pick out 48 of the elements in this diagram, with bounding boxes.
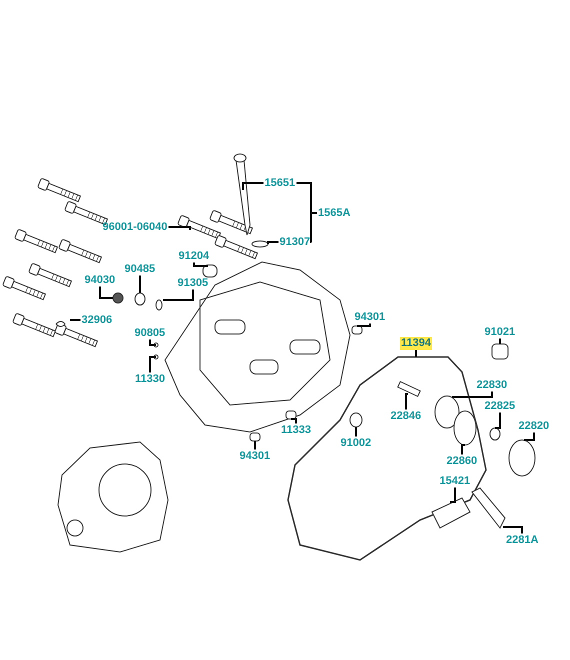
leader-line bbox=[357, 324, 371, 327]
leader-line bbox=[163, 290, 194, 301]
leader-line bbox=[254, 440, 256, 450]
leader-line bbox=[291, 418, 297, 424]
callout-number: 15651 bbox=[264, 176, 296, 190]
leader-line bbox=[69, 319, 80, 321]
leader-line bbox=[242, 182, 264, 190]
leader-line bbox=[524, 432, 535, 441]
leader-line bbox=[310, 212, 317, 243]
callout-number: 22820 bbox=[518, 420, 550, 432]
callout-number: 91002 bbox=[340, 436, 372, 450]
callout-number: 90485 bbox=[124, 262, 156, 276]
leader-line bbox=[503, 526, 523, 534]
callout-number: 22860 bbox=[446, 454, 478, 468]
leader-line bbox=[405, 393, 408, 410]
callout-number: 91021 bbox=[484, 326, 516, 338]
leader-line bbox=[415, 350, 417, 358]
callout-number: 22825 bbox=[484, 400, 516, 412]
leader-line bbox=[168, 226, 191, 230]
leader-line bbox=[193, 262, 208, 267]
callout-number: 11330 bbox=[134, 372, 166, 386]
callout-number: 11333 bbox=[280, 424, 312, 436]
callout-number: 2281A bbox=[505, 534, 540, 546]
callout-number: 22846 bbox=[390, 410, 422, 422]
callout-number: 91305 bbox=[176, 276, 210, 290]
callout-number: 94301 bbox=[238, 450, 272, 462]
leader-line bbox=[355, 426, 357, 436]
callout-number: 15421 bbox=[438, 474, 472, 488]
leader-line bbox=[267, 241, 278, 244]
leader-line bbox=[99, 286, 113, 299]
callout-number: 96001-06040 bbox=[102, 220, 168, 234]
leader-line bbox=[452, 392, 493, 398]
callout-number: 1565A bbox=[317, 206, 352, 220]
callout-number: 90805 bbox=[134, 326, 166, 340]
leader-line bbox=[495, 412, 501, 429]
leader-line bbox=[149, 356, 156, 372]
callout-number: 32906 bbox=[80, 314, 114, 326]
leader-line bbox=[139, 276, 141, 294]
callout-number: 91204 bbox=[178, 250, 210, 262]
leader-line bbox=[149, 340, 156, 346]
callout-number: 11394 bbox=[400, 336, 432, 350]
callout-number: 22830 bbox=[476, 378, 508, 392]
leader-line bbox=[450, 488, 456, 503]
callout-number: 94030 bbox=[84, 274, 116, 286]
leader-line bbox=[461, 444, 465, 454]
leader-line bbox=[499, 338, 501, 345]
callout-number: 94301 bbox=[354, 310, 386, 324]
callout-number: 91307 bbox=[278, 236, 312, 248]
